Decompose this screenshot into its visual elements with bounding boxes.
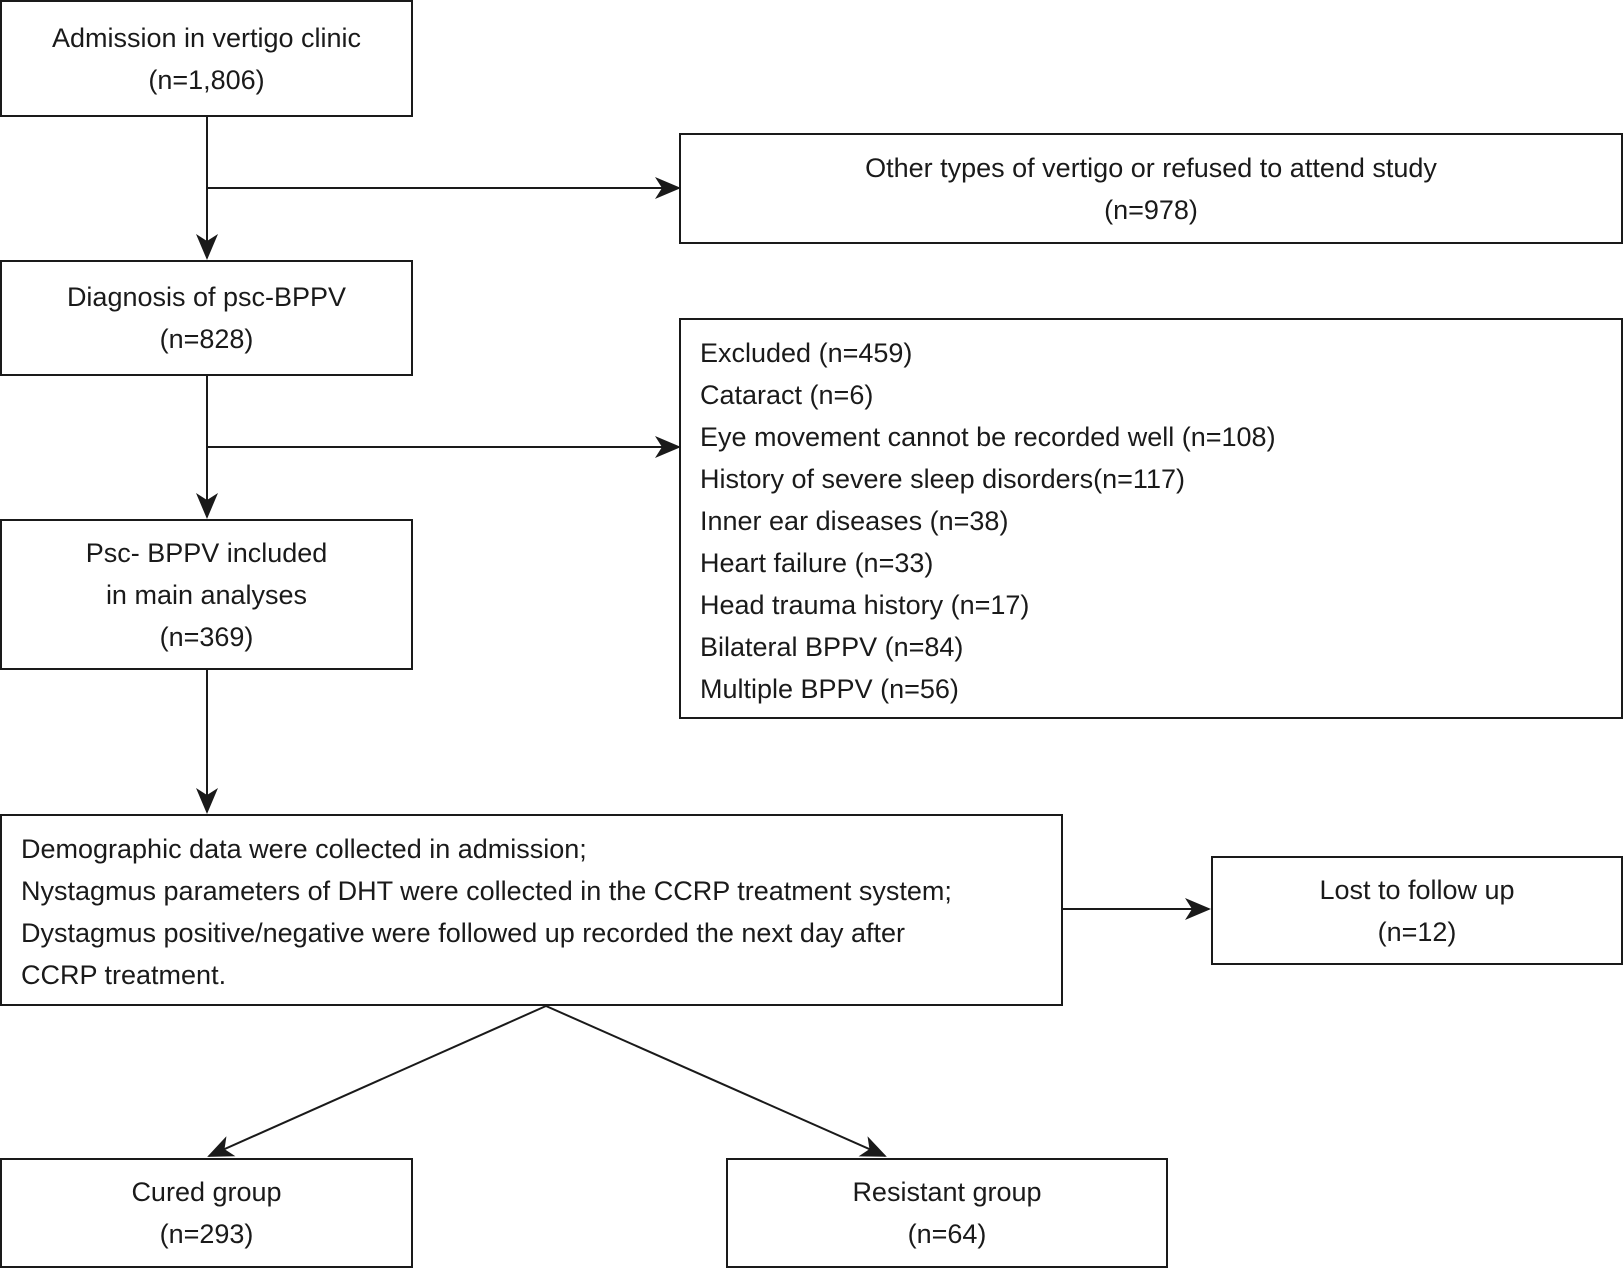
excluded-box: Excluded (n=459) Cataract (n=6) Eye move…	[679, 318, 1623, 719]
cured-group-box: Cured group (n=293)	[0, 1158, 413, 1268]
excluded-reason: Multiple BPPV (n=56)	[700, 674, 959, 704]
other-types-count: (n=978)	[1104, 194, 1198, 225]
lost-follow-up-title: Lost to follow up	[1319, 874, 1515, 905]
admission-title: Admission in vertigo clinic	[51, 22, 362, 53]
included-title: Psc- BPPV included	[85, 537, 328, 568]
demographic-line: Dystagmus positive/negative were followe…	[21, 918, 905, 948]
demographic-box: Demographic data were collected in admis…	[0, 814, 1063, 1006]
included-subtitle: in main analyses	[105, 579, 308, 610]
lost-follow-up-count: (n=12)	[1377, 916, 1457, 947]
excluded-reason: Inner ear diseases (n=38)	[700, 506, 1009, 536]
excluded-reason: Bilateral BPPV (n=84)	[700, 632, 964, 662]
resistant-group-box: Resistant group (n=64)	[726, 1158, 1168, 1268]
arrow-to-resistant-group	[545, 1005, 887, 1157]
demographic-line: Nystagmus parameters of DHT were collect…	[21, 876, 952, 906]
excluded-reason: Eye movement cannot be recorded well (n=…	[700, 422, 1276, 452]
diagnosis-title: Diagnosis of psc-BPPV	[66, 282, 347, 312]
excluded-reason: History of severe sleep disorders(n=117)	[700, 464, 1185, 494]
cured-group-title: Cured group	[131, 1177, 282, 1207]
demographic-line: Demographic data were collected in admis…	[21, 834, 587, 864]
other-types-box: Other types of vertigo or refused to att…	[679, 133, 1623, 244]
excluded-reason: Heart failure (n=33)	[700, 548, 934, 578]
arrow-to-cured-group	[207, 1005, 547, 1157]
diagnosis-box: Diagnosis of psc-BPPV (n=828)	[0, 260, 413, 376]
included-box: Psc- BPPV included in main analyses (n=3…	[0, 519, 413, 670]
excluded-reason: Head trauma history (n=17)	[700, 590, 1030, 620]
lost-follow-up-box: Lost to follow up (n=12)	[1211, 856, 1623, 965]
included-count: (n=369)	[159, 621, 254, 652]
resistant-group-title: Resistant group	[852, 1177, 1042, 1207]
admission-count: (n=1,806)	[148, 64, 265, 95]
excluded-reason: Cataract (n=6)	[700, 380, 874, 410]
excluded-total: Excluded (n=459)	[700, 338, 913, 368]
cured-group-count: (n=293)	[159, 1219, 254, 1249]
resistant-group-count: (n=64)	[907, 1219, 987, 1249]
diagnosis-count: (n=828)	[159, 324, 254, 354]
other-types-title: Other types of vertigo or refused to att…	[865, 152, 1437, 183]
demographic-line: CCRP treatment.	[21, 960, 227, 990]
admission-box: Admission in vertigo clinic (n=1,806)	[0, 0, 413, 117]
